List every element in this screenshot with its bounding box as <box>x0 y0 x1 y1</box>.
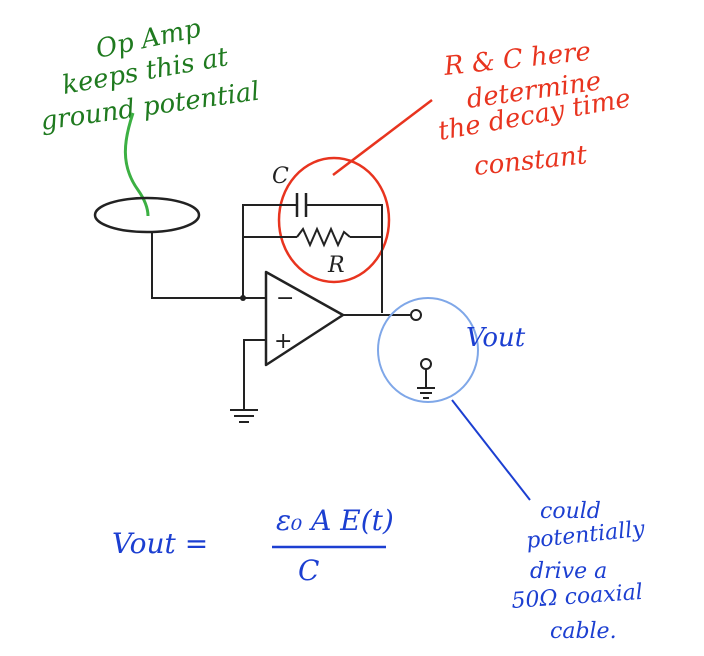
op-amp-note-pointer <box>123 112 150 217</box>
cable-note-line-4: 50Ω coaxial <box>511 580 644 614</box>
rc-note-line-4: constant <box>473 140 590 182</box>
plate-wire <box>151 232 243 299</box>
ground-symbol <box>230 409 258 423</box>
rc-note-pointer <box>332 99 433 176</box>
formula-denominator: C <box>298 554 319 587</box>
cable-note-line-5: cable. <box>550 619 617 644</box>
formula-numerator: ε₀ A E(t) <box>276 504 394 537</box>
feedback-wire <box>242 204 383 313</box>
output-ground-symbol <box>417 369 435 399</box>
output-highlight-circle <box>377 297 479 403</box>
capacitor-label: C <box>272 164 289 189</box>
cable-note-line-1: could <box>540 499 601 524</box>
cable-note-pointer <box>451 399 531 501</box>
rc-note: R & C here determine the decay time cons… <box>436 37 633 182</box>
cable-note: could potentially drive a 50Ω coaxial ca… <box>511 499 647 644</box>
formula-lhs: Vout = <box>112 527 208 560</box>
op-amp-triangle <box>264 270 345 367</box>
rc-highlight-circle <box>277 156 391 284</box>
capacitor-symbol <box>295 193 308 217</box>
resistor-symbol <box>296 226 351 248</box>
resistor-label: R <box>327 253 345 278</box>
output-ground-terminal <box>420 358 432 370</box>
cable-note-line-3: drive a <box>530 559 607 584</box>
detector-plate <box>93 196 201 234</box>
op-amp-note: Op Amp keeps this at ground potential <box>39 13 262 137</box>
output-label: Vout <box>466 323 526 353</box>
ground-wire <box>243 339 266 410</box>
noninverting-input-symbol: + <box>274 329 292 354</box>
inverting-input-symbol: − <box>276 286 294 311</box>
output-terminal <box>410 309 422 321</box>
vout-formula: Vout = ε₀ A E(t) C <box>112 504 394 587</box>
